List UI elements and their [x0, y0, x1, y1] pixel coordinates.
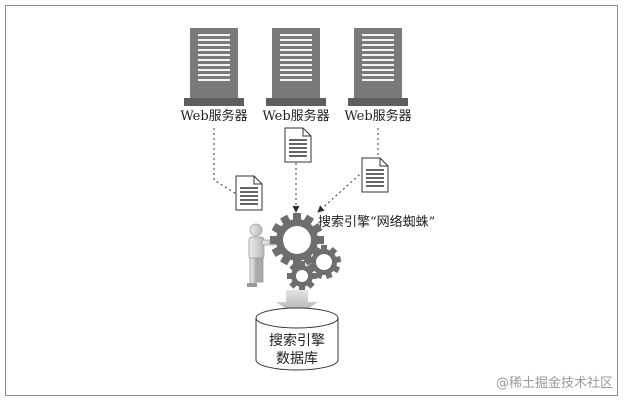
server-label: Web服务器: [262, 108, 329, 124]
server-icon: [266, 28, 326, 106]
server-label: Web服务器: [180, 108, 247, 124]
database-label-line1: 搜索引擎: [269, 332, 325, 349]
connector-left: [213, 128, 263, 211]
server-icon: [184, 28, 244, 106]
gear-icon-small: [287, 261, 317, 291]
document-icon-middle: [284, 127, 312, 163]
gear-icon-large: [270, 213, 324, 267]
web-server-2: Web服务器: [262, 28, 330, 124]
web-server-3: Web服务器: [344, 28, 412, 124]
diagram-frame: [5, 5, 618, 396]
web-server-1: Web服务器: [180, 28, 248, 124]
robot-icon: [247, 223, 279, 287]
database-icon: [255, 307, 339, 371]
document-icon-right: [361, 157, 389, 193]
server-icon: [348, 28, 408, 106]
watermark: @稀土掘金技术社区: [495, 376, 613, 391]
document-icon-left: [235, 175, 263, 211]
server-label: Web服务器: [344, 108, 411, 124]
spider-label: 搜索引擎“网络蜘蛛”: [318, 214, 435, 230]
down-arrow-icon: [276, 290, 318, 316]
database-label-line2: 数据库: [276, 351, 318, 367]
